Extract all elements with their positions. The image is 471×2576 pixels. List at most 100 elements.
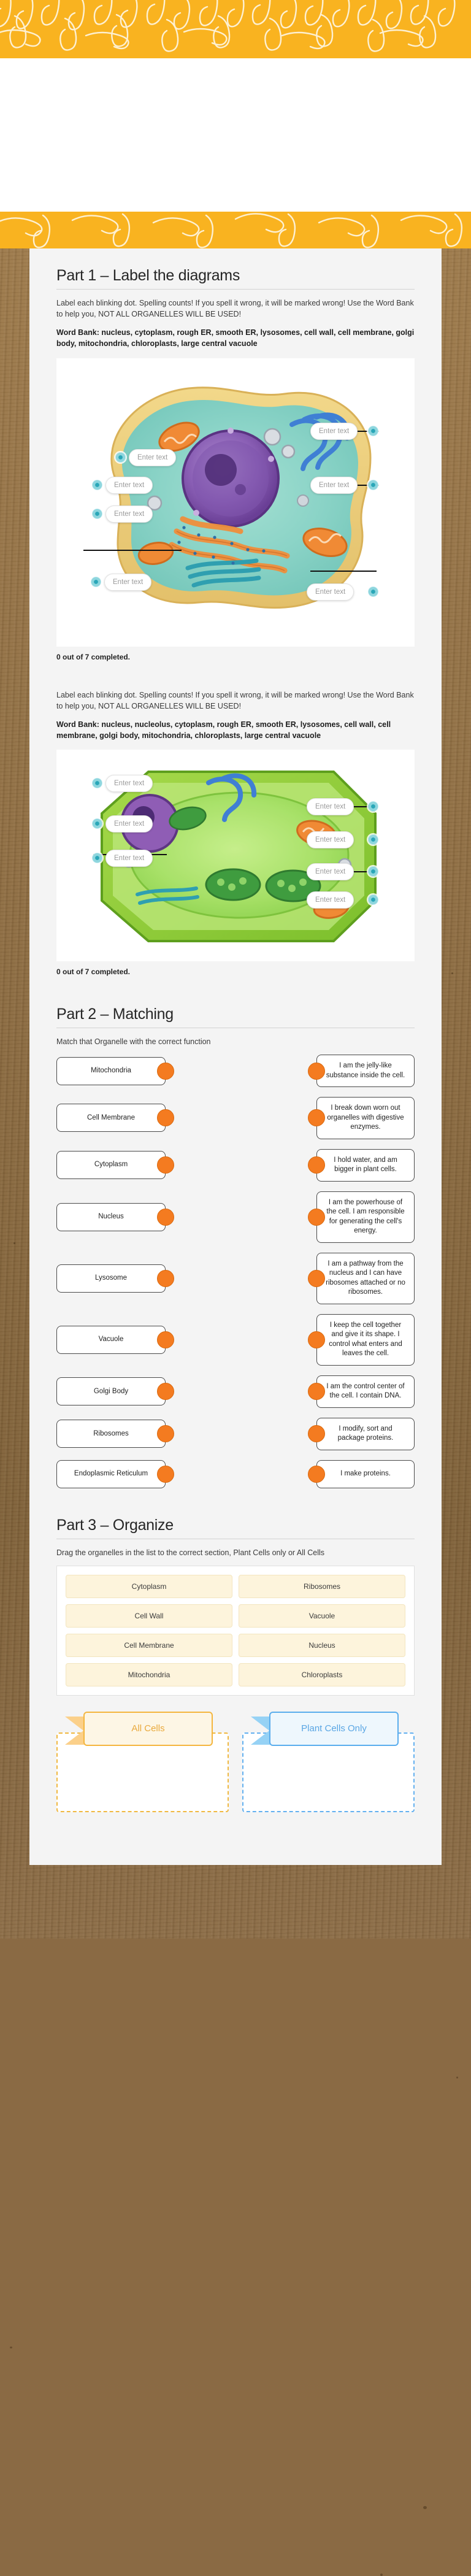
organelle-label: Cytoplasm [94, 1161, 128, 1169]
diagram-hotspot-animal-4[interactable] [368, 425, 378, 436]
draggable-chip[interactable]: Chloroplasts [239, 1663, 405, 1687]
connector-dot-icon[interactable] [157, 1425, 174, 1443]
organelle-card[interactable]: Cell Membrane [56, 1104, 174, 1132]
draggable-chip[interactable]: Ribosomes [239, 1575, 405, 1599]
connector-dot-icon[interactable] [308, 1331, 325, 1348]
organelle-card[interactable]: Mitochondria [56, 1056, 174, 1085]
connector-dot-icon[interactable] [308, 1062, 325, 1080]
input-placeholder-text: Enter text [137, 453, 168, 461]
input-placeholder-text: Enter text [315, 868, 346, 875]
part1-divider [56, 289, 415, 290]
diagram-label-input-plant-2[interactable]: Enter text [105, 815, 153, 832]
organelle-card[interactable]: Nucleus [56, 1202, 174, 1231]
organelle-card[interactable]: Lysosome [56, 1264, 174, 1293]
diagram-hotspot-plant-6[interactable] [368, 866, 378, 877]
matching-list: Mitochondria I am the jelly-like substan… [56, 1055, 415, 1488]
input-placeholder-text: Enter text [315, 803, 346, 810]
diagram-label-input-plant-6[interactable]: Enter text [307, 863, 354, 880]
definition-card[interactable]: I make proteins. [308, 1459, 415, 1488]
diagram-label-input-plant-7[interactable]: Enter text [307, 891, 354, 909]
connector-dot-icon[interactable] [157, 1383, 174, 1401]
organelle-card[interactable]: Golgi Body [56, 1377, 174, 1406]
diagram-label-input-animal-4[interactable]: Enter text [310, 422, 358, 440]
diagram-hotspot-plant-4[interactable] [368, 801, 378, 812]
definition-card[interactable]: I am the jelly-like substance inside the… [308, 1055, 415, 1088]
diagram-hotspot-animal-7[interactable] [368, 586, 378, 597]
draggable-chip[interactable]: Vacuole [239, 1604, 405, 1628]
diagram-label-input-plant-4[interactable]: Enter text [307, 798, 354, 815]
definition-card[interactable]: I am a pathway from the nucleus and I ca… [308, 1252, 415, 1304]
match-row: Endoplasmic Reticulum I make proteins. [56, 1459, 415, 1488]
drop-zone-all-cells[interactable]: All Cells [56, 1712, 229, 1813]
definition-card[interactable]: I modify, sort and package proteins. [308, 1417, 415, 1450]
header-whitespace [0, 58, 471, 212]
organelle-label: Golgi Body [93, 1387, 129, 1395]
part2-title: Part 2 – Matching [56, 1005, 174, 1023]
draggable-chip[interactable]: Mitochondria [66, 1663, 232, 1687]
diagram-hotspot-animal-6[interactable] [91, 576, 101, 587]
diagram-hotspot-plant-2[interactable] [92, 818, 102, 829]
connector-dot-icon[interactable] [157, 1109, 174, 1127]
drop-zone-label: All Cells [131, 1723, 165, 1734]
connector-dot-icon[interactable] [308, 1269, 325, 1287]
draggable-chip[interactable]: Cell Wall [66, 1604, 232, 1628]
draggable-chip[interactable]: Cell Membrane [66, 1634, 232, 1658]
diagram-label-input-animal-6[interactable]: Enter text [104, 573, 152, 591]
diagram-label-input-plant-5[interactable]: Enter text [307, 831, 354, 848]
input-placeholder-text: Enter text [319, 427, 350, 435]
diagram-label-input-animal-1[interactable]: Enter text [129, 448, 177, 466]
match-row: Mitochondria I am the jelly-like substan… [56, 1055, 415, 1088]
draggable-chip[interactable]: Cytoplasm [66, 1575, 232, 1599]
organelle-card[interactable]: Ribosomes [56, 1420, 174, 1448]
diagram-hotspot-plant-3[interactable] [92, 853, 102, 863]
diagram-label-input-animal-7[interactable]: Enter text [307, 583, 354, 601]
connector-dot-icon[interactable] [157, 1331, 174, 1348]
connector-dot-icon[interactable] [157, 1208, 174, 1226]
connector-dot-icon[interactable] [157, 1062, 174, 1080]
connector-dot-icon[interactable] [308, 1156, 325, 1174]
connector-dot-icon[interactable] [157, 1465, 174, 1483]
animal-cell-illustration-icon [110, 386, 372, 609]
diagram-label-input-animal-2[interactable]: Enter text [105, 476, 153, 494]
diagram-hotspot-animal-2[interactable] [92, 479, 102, 490]
organelle-card[interactable]: Endoplasmic Reticulum [56, 1459, 174, 1488]
connector-dot-icon[interactable] [308, 1208, 325, 1226]
connector-dot-icon[interactable] [157, 1269, 174, 1287]
input-placeholder-text: Enter text [114, 820, 145, 828]
input-placeholder-text: Enter text [114, 780, 145, 787]
draggable-chip[interactable]: Nucleus [239, 1634, 405, 1658]
definition-card[interactable]: I am the control center of the cell. I c… [308, 1375, 415, 1408]
diagram-label-input-plant-1[interactable]: Enter text [105, 775, 153, 792]
diagram-hotspot-animal-3[interactable] [92, 508, 102, 519]
diagram-hotspot-animal-5[interactable] [368, 479, 378, 490]
organelle-card[interactable]: Cytoplasm [56, 1151, 174, 1180]
diagram-hotspot-plant-1[interactable] [92, 778, 102, 788]
connector-dot-icon[interactable] [308, 1465, 325, 1483]
diagram-label-input-plant-3[interactable]: Enter text [105, 850, 153, 867]
organelle-label: Vacuole [98, 1336, 124, 1344]
input-placeholder-text: Enter text [315, 588, 346, 596]
connector-dot-icon[interactable] [308, 1425, 325, 1443]
definition-card[interactable]: I break down worn out organelles with di… [308, 1097, 415, 1139]
definition-label: I modify, sort and package proteins. [337, 1424, 394, 1442]
definition-card[interactable]: I am the powerhouse of the cell. I am re… [308, 1191, 415, 1243]
drop-zone-plant-cells[interactable]: Plant Cells Only [242, 1712, 415, 1813]
definition-card[interactable]: I keep the cell together and give it its… [308, 1313, 415, 1366]
definition-card[interactable]: I hold water, and am bigger in plant cel… [308, 1148, 415, 1182]
match-row: Cytoplasm I hold water, and am bigger in… [56, 1148, 415, 1182]
connector-dot-icon[interactable] [308, 1109, 325, 1127]
diagram-label-input-animal-3[interactable]: Enter text [105, 505, 153, 523]
paperclip-pattern-lower-icon [0, 213, 463, 248]
leader-line [83, 549, 182, 551]
connector-dot-icon[interactable] [157, 1156, 174, 1174]
input-placeholder-text: Enter text [319, 481, 350, 489]
diagram-hotspot-plant-5[interactable] [368, 834, 378, 845]
organelle-label: Mitochondria [91, 1066, 131, 1074]
drop-zone-row: All Cells Plant Cells Only [56, 1712, 415, 1813]
diagram-hotspot-plant-7[interactable] [368, 894, 378, 905]
diagram-label-input-animal-5[interactable]: Enter text [310, 476, 358, 494]
part1-section: Part 1 – Label the diagrams Label each b… [56, 267, 415, 661]
diagram-hotspot-animal-1[interactable] [115, 452, 126, 463]
organelle-card[interactable]: Vacuole [56, 1325, 174, 1354]
connector-dot-icon[interactable] [308, 1383, 325, 1401]
